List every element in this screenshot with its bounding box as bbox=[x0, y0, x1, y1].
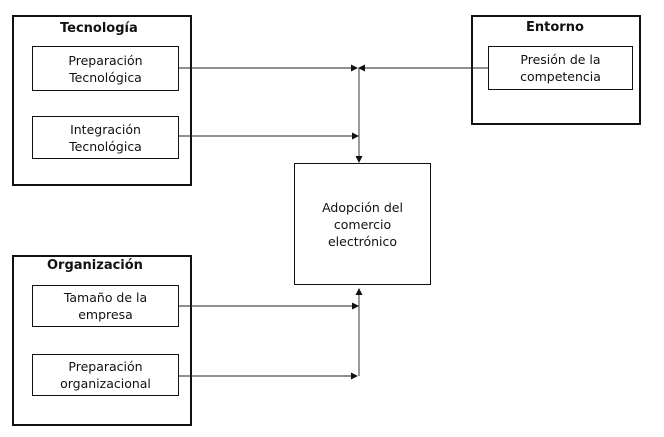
node-preparacion-tecnologica-line-1: Preparación bbox=[68, 52, 143, 68]
node-adopcion-line-3: electrónico bbox=[327, 233, 398, 249]
node-integracion-tecnologica-line-1: Integración bbox=[70, 121, 141, 137]
group-organizacion bbox=[12, 255, 192, 426]
arrowhead-preparacion-organizacional bbox=[351, 372, 358, 380]
arrowhead-tamano-empresa bbox=[352, 302, 359, 310]
node-adopcion-line-1: Adopción del bbox=[322, 199, 403, 215]
group-entorno-title: Entorno bbox=[526, 20, 584, 35]
node-presion-competencia-line-1: Presión de la bbox=[520, 52, 601, 67]
arrowhead-presion-competencia bbox=[358, 64, 365, 72]
node-adopcion-comercio-electronico: Adopción del comercio electrónico bbox=[294, 163, 431, 285]
node-integracion-tecnologica-line-2: Tecnológica bbox=[69, 138, 142, 154]
node-tamano-empresa-line-1: Tamaño de la bbox=[63, 290, 148, 305]
node-preparacion-organizacional-line-2: organizacional bbox=[60, 376, 151, 391]
node-tamano-empresa-line-2: empresa bbox=[78, 307, 133, 322]
arrowhead-upper-trunk bbox=[355, 156, 363, 163]
node-presion-competencia: Presión de la competencia bbox=[488, 46, 633, 90]
node-tamano-empresa: Tamaño de la empresa bbox=[32, 285, 179, 327]
group-tecnologia-title: Tecnología bbox=[60, 21, 138, 36]
group-organizacion-title: Organización bbox=[47, 258, 143, 273]
arrowhead-integracion-tecnologica bbox=[352, 132, 359, 140]
node-adopcion-line-2: comercio bbox=[333, 216, 392, 232]
node-preparacion-organizacional: Preparación organizacional bbox=[32, 354, 179, 396]
node-preparacion-organizacional-line-1: Preparación bbox=[68, 359, 143, 374]
node-integracion-tecnologica: Integración Tecnológica bbox=[32, 116, 179, 159]
node-preparacion-tecnologica-line-2: Tecnológica bbox=[69, 69, 142, 85]
arrowhead-lower-trunk bbox=[355, 288, 363, 295]
node-presion-competencia-line-2: competencia bbox=[520, 69, 601, 84]
node-preparacion-tecnologica: Preparación Tecnológica bbox=[32, 46, 179, 91]
arrowhead-preparacion-tecnologica bbox=[351, 64, 358, 72]
